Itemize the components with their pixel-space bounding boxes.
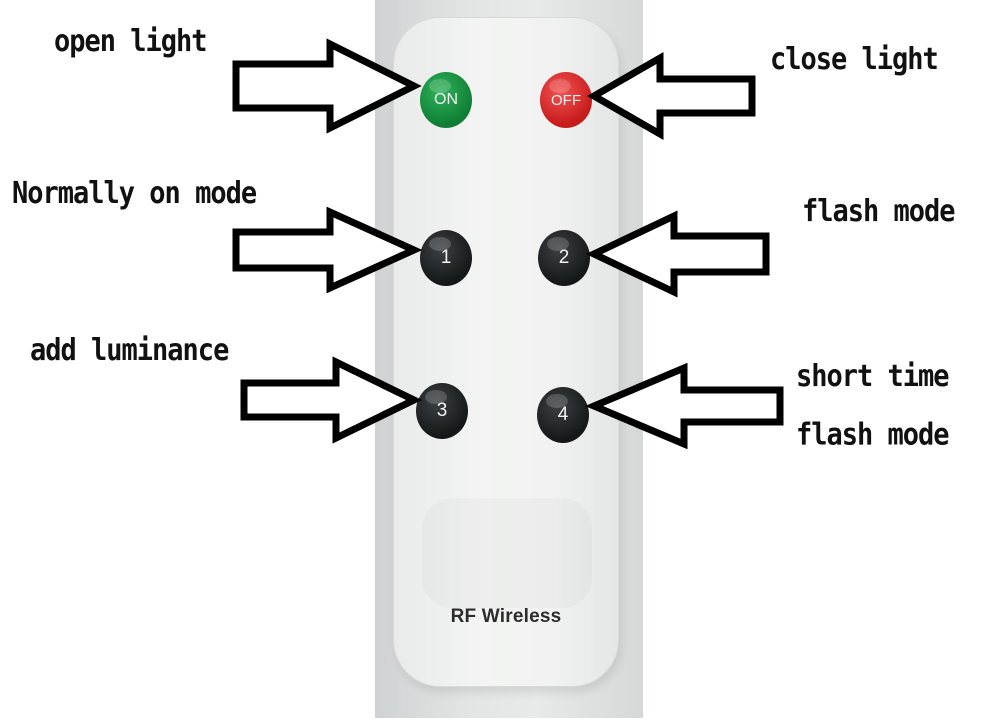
- callout-short-time-line1: short time: [796, 359, 950, 394]
- arrow-to-button-4: [585, 362, 784, 450]
- callout-normally-on-mode: Normally on mode: [12, 176, 257, 211]
- callout-close-light: close light: [770, 42, 939, 77]
- callout-short-time-line2: flash mode: [796, 417, 950, 453]
- arrow-to-button-3: [240, 356, 422, 444]
- button-2[interactable]: 2: [538, 230, 590, 286]
- button-1[interactable]: 1: [420, 230, 472, 286]
- callout-flash-mode: flash mode: [802, 194, 956, 229]
- arrow-to-button-1: [232, 206, 423, 294]
- callout-add-luminance: add luminance: [30, 333, 229, 368]
- brand-label: RF Wireless: [450, 606, 562, 627]
- button-highlight: [546, 394, 568, 408]
- button-4-label: 4: [557, 404, 569, 425]
- callout-short-time-flash-mode: short time flash mode: [796, 348, 950, 464]
- button-1-label: 1: [440, 247, 452, 268]
- off-button[interactable]: OFF: [540, 72, 592, 128]
- off-button-label: OFF: [551, 91, 581, 109]
- button-2-label: 2: [558, 247, 570, 268]
- button-highlight: [429, 79, 451, 93]
- arrow-to-on-button: [232, 38, 422, 134]
- button-4[interactable]: 4: [537, 387, 589, 443]
- arrow-to-button-2: [585, 210, 770, 298]
- button-highlight: [549, 79, 571, 93]
- button-highlight: [429, 237, 451, 251]
- button-highlight: [547, 237, 569, 251]
- arrow-to-off-button: [586, 51, 756, 141]
- remote-control: ON OFF 1 2 3 4 RF Wireless: [394, 18, 618, 686]
- button-3-label: 3: [436, 400, 448, 421]
- on-button[interactable]: ON: [420, 72, 472, 128]
- button-3[interactable]: 3: [416, 383, 468, 439]
- callout-open-light: open light: [54, 24, 208, 59]
- button-highlight: [425, 390, 447, 404]
- on-button-label: ON: [434, 91, 458, 108]
